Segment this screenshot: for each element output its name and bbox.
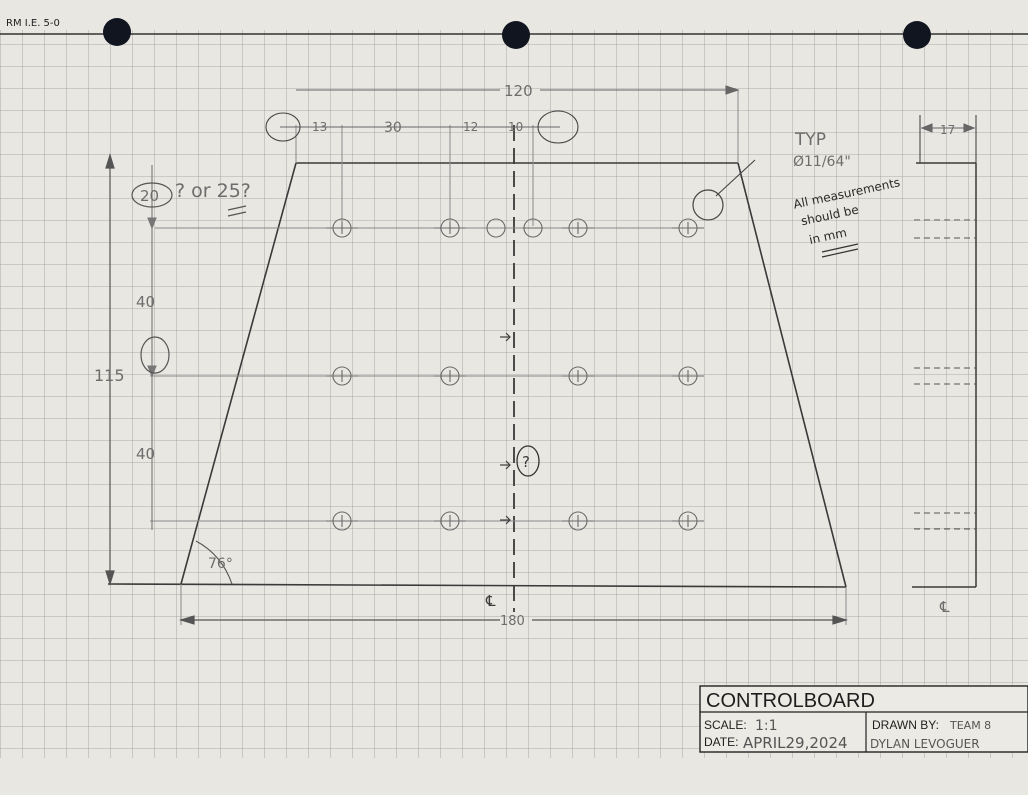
- dimension-overall-top: [296, 85, 740, 95]
- units-underline: [821, 243, 859, 258]
- hole: [486, 218, 506, 238]
- question-callout: [516, 445, 540, 477]
- dimension-label-180: 180: [500, 614, 525, 629]
- title-block-team: TEAM 8: [949, 719, 991, 732]
- hole: [434, 511, 466, 531]
- hole-spec-circle: [692, 189, 724, 221]
- centerline-symbol-side: ℄: [939, 598, 950, 616]
- form-code: RM I.E. 5-0: [6, 18, 60, 29]
- hole: [562, 218, 594, 238]
- title-block-drawn-by-label: DRAWN BY:: [872, 718, 939, 732]
- dimension-height: [105, 152, 115, 587]
- dimension-label-115: 115: [94, 366, 125, 385]
- hole-spec-leader: [715, 159, 756, 197]
- centerline-arrows: [500, 332, 511, 525]
- binder-holes: [103, 18, 931, 49]
- title-block-scale-value: 1:1: [755, 718, 778, 734]
- mounting-holes: [326, 218, 704, 531]
- hole: [523, 218, 543, 238]
- dimension-label-13: 13: [312, 120, 327, 134]
- title-block-drawn-by-name: DYLAN LEVOGUER: [870, 737, 980, 751]
- hole-spec-diameter: Ø11/64": [793, 154, 851, 170]
- side-view-hidden-lines: [914, 219, 976, 530]
- outline-bottom-edge: [107, 583, 847, 588]
- hole: [672, 218, 704, 238]
- offset-underline: [227, 205, 247, 217]
- hole: [562, 511, 594, 531]
- binder-hole-left: [103, 18, 131, 46]
- dimension-bottom: [178, 615, 849, 625]
- hole: [562, 366, 594, 386]
- angle-arc: [195, 540, 233, 585]
- dimension-side-thickness: [920, 123, 976, 133]
- side-view: [912, 115, 977, 588]
- dimension-label-40-upper: 40: [136, 293, 155, 311]
- title-block-date-label: DATE:: [704, 735, 738, 749]
- title-block: [699, 685, 1028, 753]
- question-mark: ?: [522, 453, 530, 471]
- dimension-label-10: 10: [508, 120, 523, 134]
- offset-question: ? or 25?: [175, 180, 251, 202]
- binder-hole-right: [903, 21, 931, 49]
- dimension-chain-top: [265, 110, 579, 144]
- dimension-label-30: 30: [384, 120, 402, 136]
- title-block-title: CONTROLBOARD: [706, 690, 875, 712]
- binder-hole-center: [502, 21, 530, 49]
- hole: [672, 511, 704, 531]
- dimension-label-120: 120: [504, 82, 533, 100]
- hole: [434, 218, 466, 238]
- outline-left-edge: [180, 162, 297, 585]
- hole-spec-typ: TYP: [794, 130, 826, 150]
- front-view: [107, 125, 847, 612]
- hole: [326, 366, 358, 386]
- dimension-label-17: 17: [940, 123, 955, 137]
- circled-dim-115: [140, 336, 170, 374]
- outline-right-edge: [737, 162, 847, 588]
- circled-offset: [131, 182, 173, 208]
- dimension-spacing: [147, 165, 157, 530]
- hole: [326, 511, 358, 531]
- title-block-date-value: APRIL29,2024: [743, 734, 848, 752]
- dimension-label-12: 12: [463, 120, 478, 134]
- hole: [326, 218, 358, 238]
- centerline-symbol-front: ℄: [485, 592, 496, 610]
- circled-arrow-left: [265, 112, 301, 142]
- hole: [672, 366, 704, 386]
- title-block-scale-label: SCALE:: [704, 718, 747, 732]
- extension-lines: [150, 90, 847, 625]
- hole: [434, 366, 466, 386]
- offset-value: 20: [140, 187, 159, 205]
- dimension-label-40-lower: 40: [136, 445, 155, 463]
- angle-label: 76°: [208, 556, 233, 572]
- circled-arrow-right: [537, 110, 579, 144]
